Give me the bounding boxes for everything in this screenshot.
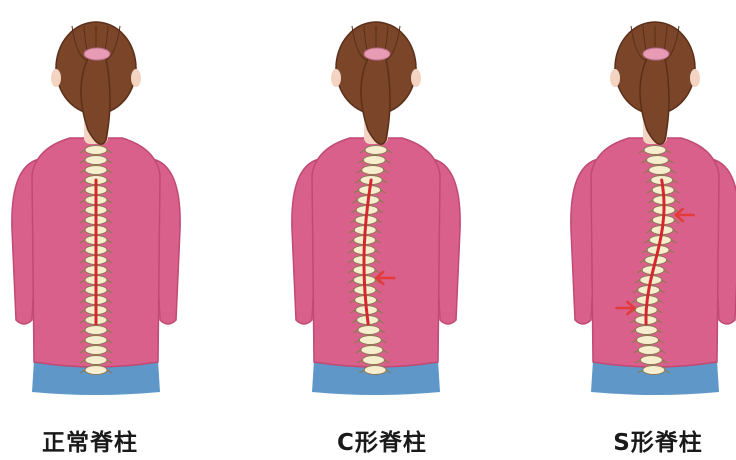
- label-s-shape-spine: S形脊柱: [558, 423, 736, 457]
- vertebra: [85, 156, 107, 165]
- label-normal-spine: 正常脊柱: [0, 423, 190, 457]
- vertebra: [635, 326, 657, 335]
- left-ear: [51, 69, 61, 87]
- vertebra: [637, 336, 659, 345]
- vertebra: [363, 156, 385, 165]
- figure-normal: [12, 22, 180, 395]
- vertebra: [359, 336, 381, 345]
- hair-tie: [643, 48, 669, 60]
- figure-c-shape: [292, 22, 460, 395]
- vertebra: [85, 326, 107, 335]
- right-ear: [131, 69, 141, 87]
- vertebra: [85, 346, 107, 355]
- vertebra: [643, 366, 665, 375]
- vertebra: [361, 346, 383, 355]
- right-ear: [690, 69, 700, 87]
- vertebra: [85, 146, 107, 155]
- vertebra: [646, 156, 668, 165]
- vertebra: [85, 356, 107, 365]
- vertebra: [364, 366, 386, 375]
- vertebra: [363, 356, 385, 365]
- vertebra: [358, 326, 380, 335]
- label-c-shape-spine: C形脊柱: [282, 423, 482, 457]
- hair-tie: [84, 48, 110, 60]
- vertebra: [85, 166, 107, 175]
- hair-tie: [364, 48, 390, 60]
- left-ear: [610, 69, 620, 87]
- vertebra: [644, 146, 666, 155]
- vertebra: [640, 356, 662, 365]
- vertebra: [649, 166, 671, 175]
- left-ear: [331, 69, 341, 87]
- vertebra: [85, 366, 107, 375]
- vertebra: [638, 346, 660, 355]
- vertebra: [362, 166, 384, 175]
- figure-s-shape: [571, 22, 736, 395]
- vertebra: [85, 336, 107, 345]
- vertebra: [365, 146, 387, 155]
- right-ear: [411, 69, 421, 87]
